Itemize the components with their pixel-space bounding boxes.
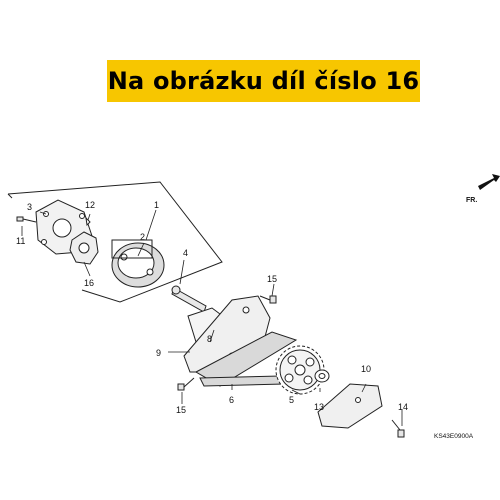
part-number-banner: Na obrázku díl číslo 16: [107, 60, 420, 102]
callout-3: 3: [27, 202, 32, 212]
inner-rotor-16: [69, 231, 99, 265]
callout-13: 13: [314, 402, 324, 412]
pump-body-2: [111, 239, 165, 288]
callout-11: 11: [16, 236, 25, 246]
banner-text: Na obrázku díl číslo 16: [107, 67, 420, 95]
assembly-group-outline: [7, 181, 223, 303]
callout-leaders: [21, 209, 403, 426]
callout-10: 10: [361, 364, 371, 374]
bolt-14: [391, 419, 405, 438]
pump-shaft-4: [171, 285, 207, 313]
screw-11: [16, 216, 37, 223]
bolt-15-lower: [177, 377, 195, 391]
callout-14: 14: [398, 402, 408, 412]
callout-16: 16: [84, 278, 94, 288]
front-direction-arrow: FR.: [466, 174, 500, 204]
callout-15-upper: 15: [267, 274, 277, 284]
callout-9: 9: [156, 348, 161, 358]
front-direction-label: FR.: [466, 197, 477, 204]
sprocket-5: [275, 345, 325, 395]
callout-8: 8: [207, 334, 212, 344]
callout-5: 5: [289, 395, 294, 405]
callout-1: 1: [154, 200, 159, 210]
callout-4: 4: [183, 248, 188, 258]
callout-6: 6: [229, 395, 234, 405]
chain-cover-10: [317, 383, 383, 429]
bolt-15-upper: [259, 295, 277, 304]
drive-chain-6: [194, 331, 298, 387]
callout-2: 2: [140, 232, 145, 242]
diagram-code: KS43E0900A: [434, 433, 474, 440]
callout-12: 12: [85, 200, 95, 210]
callout-15-lower: 15: [176, 405, 186, 415]
washer-13: [314, 369, 330, 383]
